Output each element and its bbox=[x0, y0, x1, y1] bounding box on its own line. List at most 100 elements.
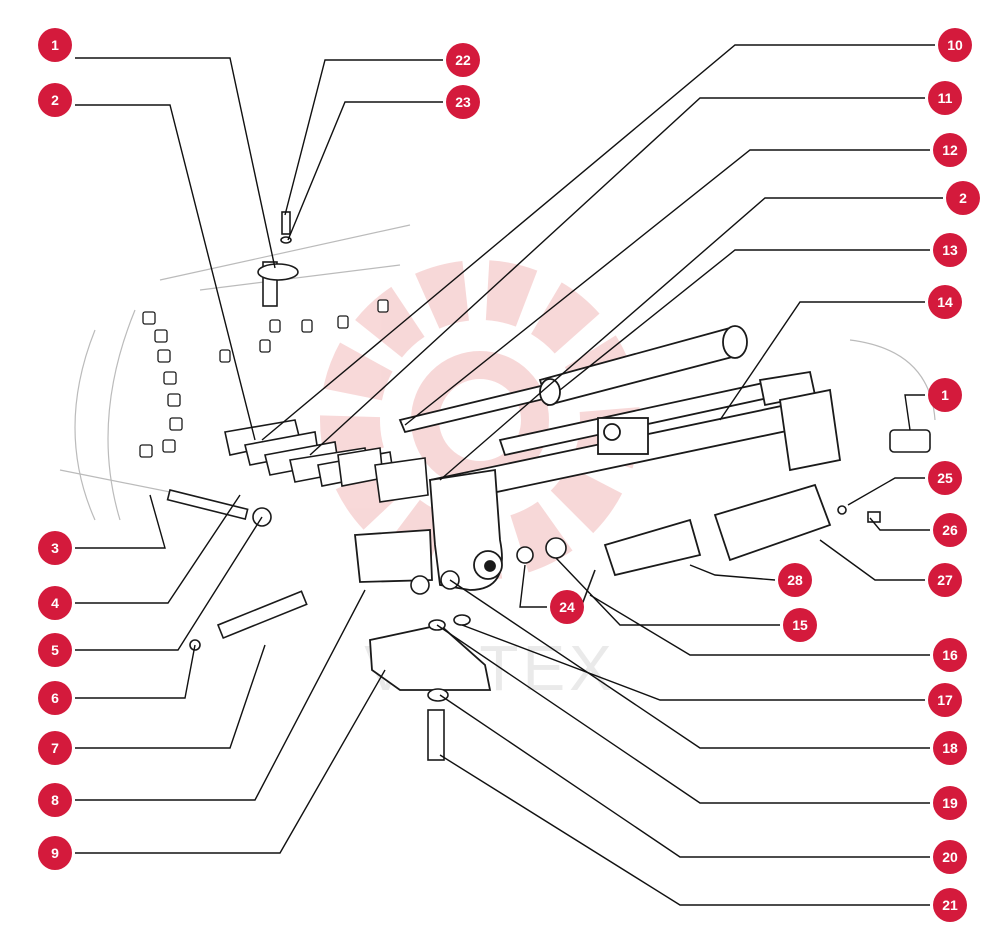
leader-line bbox=[75, 494, 166, 549]
callout-number: 20 bbox=[942, 849, 958, 865]
callout-number: 12 bbox=[942, 142, 958, 158]
callout-circle bbox=[933, 786, 967, 820]
leader-line bbox=[819, 539, 925, 581]
callout-22[interactable]: 22 bbox=[446, 43, 480, 77]
callout-18[interactable]: 18 bbox=[933, 731, 967, 765]
leader-line bbox=[439, 694, 930, 858]
leader-line bbox=[847, 477, 925, 506]
callout-28[interactable]: 28 bbox=[778, 563, 812, 597]
callout-circle bbox=[38, 28, 72, 62]
callout-17[interactable]: 17 bbox=[928, 683, 962, 717]
leader-line bbox=[75, 644, 266, 749]
callout-circle bbox=[938, 28, 972, 62]
mounting-plates bbox=[224, 419, 429, 503]
callout-circle bbox=[38, 83, 72, 117]
callout-circle bbox=[38, 783, 72, 817]
callout-circle bbox=[38, 531, 72, 565]
callout-number: 9 bbox=[51, 845, 59, 861]
callout-1[interactable]: 1 bbox=[928, 378, 962, 412]
callout-15[interactable]: 15 bbox=[783, 608, 817, 642]
leader-line bbox=[439, 197, 943, 481]
callout-circle bbox=[38, 836, 72, 870]
callout-circle bbox=[446, 85, 480, 119]
callout-26[interactable]: 26 bbox=[933, 513, 967, 547]
callout-number: 24 bbox=[559, 599, 575, 615]
callout-2[interactable]: 2 bbox=[946, 181, 980, 215]
callout-9[interactable]: 9 bbox=[38, 836, 72, 870]
callout-2[interactable]: 2 bbox=[38, 83, 72, 117]
callout-27[interactable]: 27 bbox=[928, 563, 962, 597]
leader-line bbox=[689, 564, 776, 581]
callout-number: 27 bbox=[937, 572, 953, 588]
callout-5[interactable]: 5 bbox=[38, 633, 72, 667]
callout-circle bbox=[783, 608, 817, 642]
leader-line bbox=[555, 557, 780, 626]
main-frame-bars bbox=[428, 370, 842, 507]
leader-line bbox=[75, 104, 256, 441]
leader-line bbox=[284, 59, 443, 216]
callout-number: 17 bbox=[937, 692, 953, 708]
callout-circle bbox=[928, 285, 962, 319]
swing-plate bbox=[354, 529, 433, 583]
callout-20[interactable]: 20 bbox=[933, 840, 967, 874]
callout-circle bbox=[933, 840, 967, 874]
pin-bolt bbox=[216, 590, 308, 640]
leader-line bbox=[719, 301, 925, 421]
callout-13[interactable]: 13 bbox=[933, 233, 967, 267]
callout-circle bbox=[946, 181, 980, 215]
leader-line bbox=[404, 149, 930, 426]
callout-7[interactable]: 7 bbox=[38, 731, 72, 765]
callout-10[interactable]: 10 bbox=[938, 28, 972, 62]
callout-16[interactable]: 16 bbox=[933, 638, 967, 672]
leader-line bbox=[449, 579, 930, 749]
leader-line bbox=[559, 249, 930, 391]
leader-line bbox=[75, 589, 366, 801]
callout-24[interactable]: 24 bbox=[550, 590, 584, 624]
mounting-bolts bbox=[139, 299, 389, 458]
callout-number: 18 bbox=[942, 740, 958, 756]
leader-line bbox=[75, 57, 276, 269]
callout-number: 13 bbox=[942, 242, 958, 258]
leader-line bbox=[287, 101, 443, 241]
callout-circle bbox=[38, 681, 72, 715]
callout-8[interactable]: 8 bbox=[38, 783, 72, 817]
callout-number: 14 bbox=[937, 294, 953, 310]
blade-27 bbox=[713, 483, 832, 562]
blade-28 bbox=[603, 518, 702, 577]
callout-circle bbox=[933, 638, 967, 672]
callout-number: 6 bbox=[51, 690, 59, 706]
callout-12[interactable]: 12 bbox=[933, 133, 967, 167]
callout-number: 10 bbox=[947, 37, 963, 53]
callout-circle bbox=[933, 133, 967, 167]
callout-number: 22 bbox=[455, 52, 471, 68]
callout-circle bbox=[38, 586, 72, 620]
leader-lines bbox=[75, 44, 943, 906]
callout-circle bbox=[933, 731, 967, 765]
callout-3[interactable]: 3 bbox=[38, 531, 72, 565]
callout-11[interactable]: 11 bbox=[928, 81, 962, 115]
callout-number: 21 bbox=[942, 897, 958, 913]
callout-circle bbox=[928, 563, 962, 597]
callout-number: 5 bbox=[51, 642, 59, 658]
callout-23[interactable]: 23 bbox=[446, 85, 480, 119]
callout-number: 1 bbox=[941, 387, 949, 403]
callout-14[interactable]: 14 bbox=[928, 285, 962, 319]
callout-circle bbox=[550, 590, 584, 624]
callout-25[interactable]: 25 bbox=[928, 461, 962, 495]
callout-21[interactable]: 21 bbox=[933, 888, 967, 922]
hydraulic-cylinder bbox=[398, 325, 748, 434]
callout-circle bbox=[933, 888, 967, 922]
callout-number: 26 bbox=[942, 522, 958, 538]
callout-number: 19 bbox=[942, 795, 958, 811]
callout-number: 2 bbox=[51, 92, 59, 108]
callout-1[interactable]: 1 bbox=[38, 28, 72, 62]
callout-circle bbox=[38, 731, 72, 765]
callout-number: 3 bbox=[51, 540, 59, 556]
callout-6[interactable]: 6 bbox=[38, 681, 72, 715]
callout-number: 15 bbox=[792, 617, 808, 633]
callout-4[interactable]: 4 bbox=[38, 586, 72, 620]
leader-line bbox=[869, 517, 930, 531]
callout-19[interactable]: 19 bbox=[933, 786, 967, 820]
callout-circle bbox=[928, 378, 962, 412]
